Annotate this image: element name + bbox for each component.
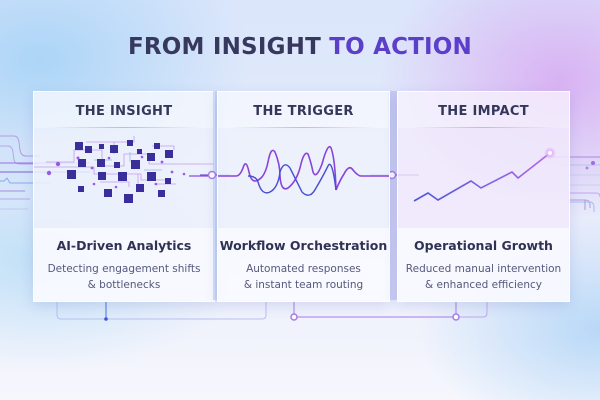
card-title: Operational Growth [414,238,553,253]
title-part-accent: TO ACTION [329,34,472,60]
card-description: Reduced manual intervention & enhanced e… [405,263,562,291]
card-header: THE TRIGGER [253,104,354,119]
data-network-icon [34,136,214,203]
divider [412,127,555,128]
card-header: THE IMPACT [438,104,529,119]
divider [232,127,375,128]
card-title: AI-Driven Analytics [56,238,192,253]
divider [48,127,200,128]
waveform-icon [218,145,389,196]
page-title: FROM INSIGHT TO ACTION [0,34,600,60]
card-trigger: THE TRIGGER Workflow Orchestration Autom… [217,91,390,302]
card-insight: THE INSIGHT [33,91,215,302]
card-title: Workflow Orchestration [219,238,388,253]
card-description: Detecting engagement shifts & bottleneck… [47,263,201,291]
card-impact: THE IMPACT Operational Growth Reduced ma… [397,91,570,302]
card-header: THE INSIGHT [75,104,173,119]
card-description: Automated responses & instant team routi… [243,263,364,291]
title-part-dark: FROM INSIGHT [127,34,321,60]
growth-line-icon [413,147,556,202]
